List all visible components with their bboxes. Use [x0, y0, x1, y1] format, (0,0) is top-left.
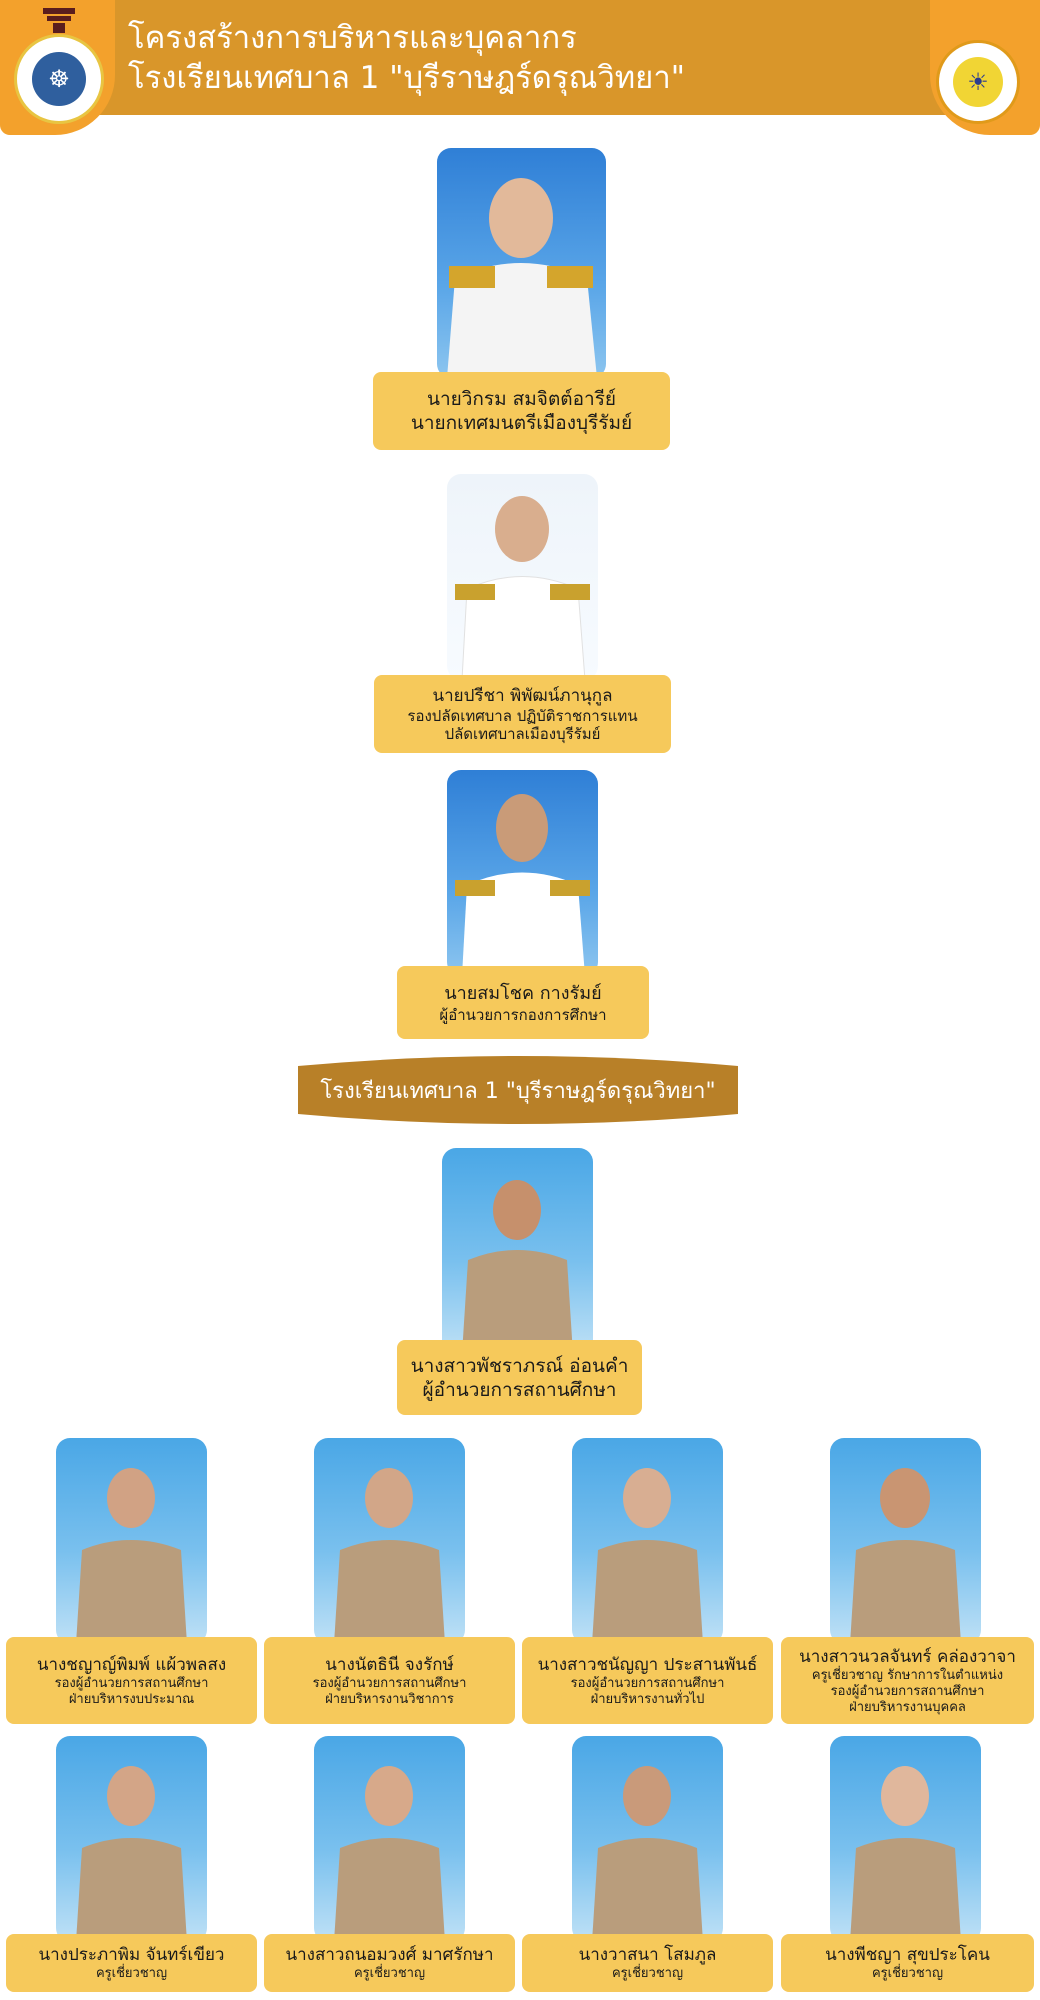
- deputy-role: ฝ่ายบริหารงบประมาณ: [68, 1691, 195, 1707]
- teacher-role: ครูเชี่ยวชาญ: [871, 1966, 944, 1981]
- school-name-banner: โรงเรียนเทศบาล 1 "บุรีราษฎร์ดรุณวิทยา": [298, 1056, 738, 1124]
- deputy-name: นางชญาญ์พิมพ์ แผ้วพลสง: [36, 1654, 227, 1675]
- executive-role: รองปลัดเทศบาล ปฏิบัติราชการแทน: [407, 707, 638, 725]
- director-role: ผู้อำนวยการสถานศึกษา: [422, 1378, 617, 1401]
- person-silhouette-icon: [334, 1766, 445, 1942]
- portrait-teacher-3: [572, 1736, 723, 1942]
- school-name: โรงเรียนเทศบาล 1 "บุรีราษฎร์ดรุณวิทยา": [320, 1078, 716, 1104]
- label-executive-3: นายสมโชค กางรัมย์ ผู้อำนวยการกองการศึกษา: [397, 966, 649, 1039]
- portrait-deputy-1: [56, 1438, 207, 1644]
- executive-name: นายปรีชา พิพัฒน์ภานุกูล: [432, 686, 613, 706]
- portrait-teacher-2: [314, 1736, 465, 1942]
- teacher-role: ครูเชี่ยวชาญ: [353, 1966, 426, 1981]
- person-silhouette-icon: [334, 1468, 445, 1644]
- label-director: นางสาวพัชราภรณ์ อ่อนคำ ผู้อำนวยการสถานศึ…: [397, 1340, 642, 1415]
- municipality-seal-icon: ☸: [14, 34, 104, 124]
- page-subtitle: โรงเรียนเทศบาล 1 "บุรีราษฎร์ดรุณวิทยา": [128, 60, 686, 96]
- crown-icon: [43, 8, 75, 33]
- label-deputy-1: นางชญาญ์พิมพ์ แผ้วพลสง รองผู้อำนวยการสถา…: [6, 1637, 257, 1724]
- deputy-role: รองผู้อำนวยการสถานศึกษา: [54, 1675, 209, 1691]
- person-silhouette-icon: [850, 1468, 961, 1644]
- portrait-deputy-4: [830, 1438, 981, 1644]
- person-silhouette-icon: [455, 794, 590, 976]
- person-silhouette-icon: [447, 178, 597, 378]
- executive-role: นายกเทศมนตรีเมืองบุรีรัมย์: [410, 412, 633, 434]
- page-title: โครงสร้างการบริหารและบุคลากร: [128, 20, 577, 56]
- executive-role: ผู้อำนวยการกองการศึกษา: [439, 1005, 607, 1024]
- person-silhouette-icon: [76, 1468, 187, 1644]
- person-silhouette-icon: [850, 1766, 961, 1942]
- portrait-director: [442, 1148, 593, 1354]
- teacher-name: นางประภาพิม จันทร์เขียว: [38, 1945, 225, 1965]
- label-executive-1: นายวิกรม สมจิตต์อารีย์ นายกเทศมนตรีเมือง…: [373, 372, 670, 450]
- portrait-deputy-3: [572, 1438, 723, 1644]
- label-teacher-1: นางประภาพิม จันทร์เขียว ครูเชี่ยวชาญ: [6, 1934, 257, 1992]
- teacher-name: นางพีชญา สุขประโคน: [825, 1945, 990, 1965]
- person-silhouette-icon: [455, 496, 590, 680]
- label-deputy-3: นางสาวชนัญญา ประสานพันธ์ รองผู้อำนวยการส…: [522, 1637, 773, 1724]
- label-deputy-2: นางนัตธินี จงรักษ์ รองผู้อำนวยการสถานศึก…: [264, 1637, 515, 1724]
- portrait-deputy-2: [314, 1438, 465, 1644]
- label-executive-2: นายปรีชา พิพัฒน์ภานุกูล รองปลัดเทศบาล ปฏ…: [374, 675, 671, 753]
- teacher-role: ครูเชี่ยวชาญ: [611, 1966, 684, 1981]
- portrait-executive-1: [437, 148, 606, 378]
- person-silhouette-icon: [462, 1180, 573, 1354]
- deputy-name: นางสาวนวลจันทร์ คล่องวาจา: [799, 1646, 1016, 1667]
- deputy-role: รองผู้อำนวยการสถานศึกษา: [570, 1675, 725, 1691]
- portrait-teacher-4: [830, 1736, 981, 1942]
- deputy-role: ฝ่ายบริหารงานบุคคล: [849, 1699, 966, 1715]
- teacher-name: นางสาวถนอมวงศ์ มาศรักษา: [285, 1945, 494, 1965]
- header-bar: ☸ ☀ โครงสร้างการบริหารและบุคลากร โรงเรีย…: [0, 0, 1040, 135]
- portrait-executive-3: [447, 770, 598, 976]
- deputy-name: นางสาวชนัญญา ประสานพันธ์: [537, 1654, 758, 1675]
- executive-role: ปลัดเทศบาลเมืองบุรีรัมย์: [444, 725, 601, 743]
- person-silhouette-icon: [592, 1766, 703, 1942]
- person-silhouette-icon: [76, 1766, 187, 1942]
- deputy-name: นางนัตธินี จงรักษ์: [325, 1654, 454, 1675]
- executive-name: นายสมโชค กางรัมย์: [444, 982, 602, 1004]
- label-deputy-4: นางสาวนวลจันทร์ คล่องวาจา ครูเชี่ยวชาญ ร…: [781, 1637, 1034, 1724]
- school-seal-icon: ☀: [936, 40, 1020, 124]
- teacher-role: ครูเชี่ยวชาญ: [95, 1966, 168, 1981]
- deputy-role: รองผู้อำนวยการสถานศึกษา: [312, 1675, 467, 1691]
- deputy-role: ฝ่ายบริหารงานวิชาการ: [325, 1691, 454, 1707]
- portrait-teacher-1: [56, 1736, 207, 1942]
- director-name: นางสาวพัชราภรณ์ อ่อนคำ: [410, 1354, 629, 1377]
- label-teacher-2: นางสาวถนอมวงศ์ มาศรักษา ครูเชี่ยวชาญ: [264, 1934, 515, 1992]
- deputy-role: รองผู้อำนวยการสถานศึกษา: [830, 1683, 985, 1699]
- executive-name: นายวิกรม สมจิตต์อารีย์: [426, 388, 617, 410]
- teacher-name: นางวาสนา โสมภูล: [578, 1945, 717, 1965]
- label-teacher-3: นางวาสนา โสมภูล ครูเชี่ยวชาญ: [522, 1934, 773, 1992]
- deputy-role: ฝ่ายบริหารงานทั่วไป: [590, 1691, 705, 1707]
- deputy-role: ครูเชี่ยวชาญ รักษาการในตำแหน่ง: [811, 1667, 1004, 1683]
- person-silhouette-icon: [592, 1468, 703, 1644]
- portrait-executive-2: [447, 474, 598, 680]
- label-teacher-4: นางพีชญา สุขประโคน ครูเชี่ยวชาญ: [781, 1934, 1034, 1992]
